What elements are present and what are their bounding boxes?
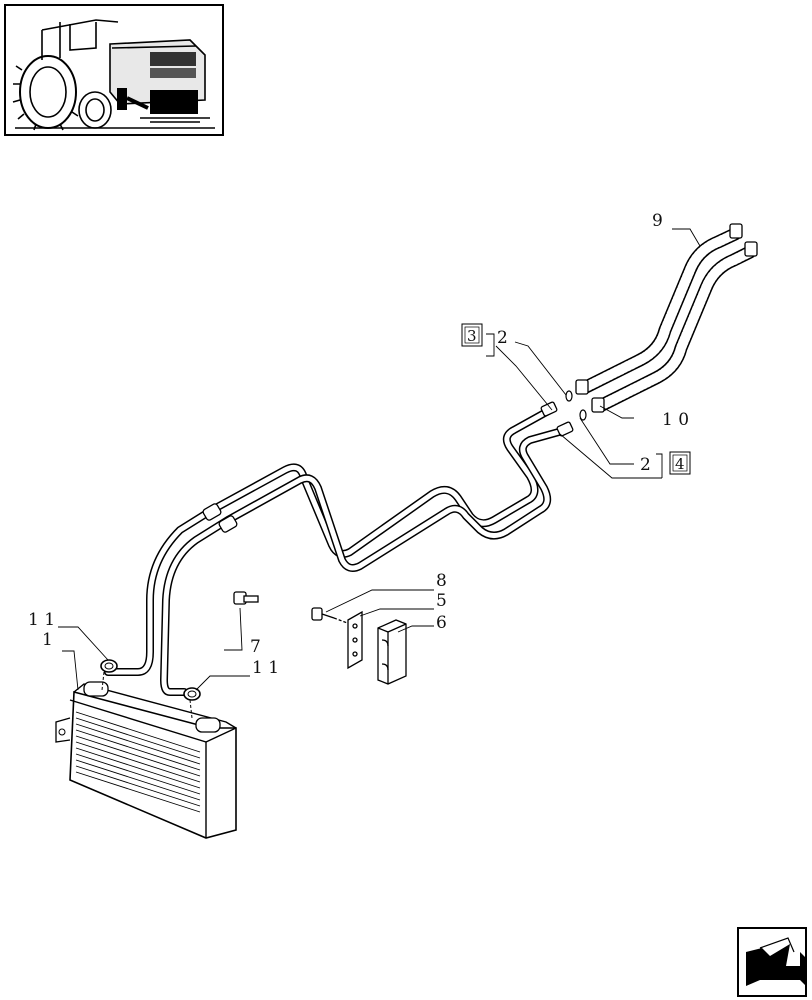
callout-5: 5 [436, 591, 447, 611]
next-page-arrow-icon [746, 937, 806, 986]
callout-10: 1 0 [662, 410, 689, 430]
callout-labels: 9 2 1 0 2 8 5 6 7 1 1 1 1 1 3 4 [28, 211, 691, 678]
callout-8: 8 [436, 571, 447, 591]
callout-11-right: 1 1 [252, 658, 279, 678]
callout-3: 3 [467, 327, 477, 345]
callout-2-upper: 2 [497, 328, 508, 348]
callout-1: 1 [42, 630, 53, 650]
oil-cooler [55, 681, 237, 839]
callout-9: 9 [652, 211, 663, 231]
tractor-thumbnail [4, 4, 224, 136]
hose-clamps [100, 659, 201, 719]
hoses [565, 223, 758, 421]
callout-4: 4 [675, 455, 685, 473]
cooler-pipes [104, 401, 574, 696]
callout-6: 6 [436, 613, 447, 633]
tractor-location-icon [12, 19, 215, 131]
reference-box-3: 3 [461, 323, 483, 347]
fasteners [233, 591, 407, 685]
reference-box-4: 4 [669, 451, 691, 475]
callout-7: 7 [250, 637, 261, 657]
next-page-button[interactable] [737, 927, 807, 997]
callout-11-left: 1 1 [28, 610, 55, 630]
callout-2-lower: 2 [640, 455, 651, 475]
leader-lines [58, 228, 701, 691]
